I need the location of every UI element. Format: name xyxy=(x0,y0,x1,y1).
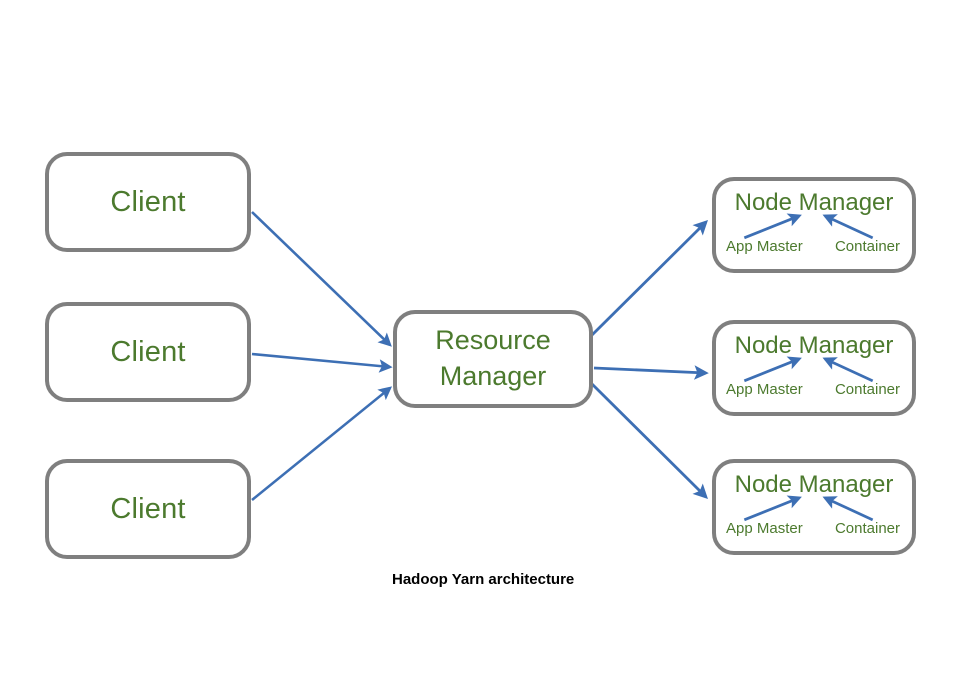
arrow-container-to-title xyxy=(822,357,874,383)
arrow-app-master-to-title xyxy=(743,213,802,240)
node-manager-title: Node Manager xyxy=(734,471,894,498)
client-box-1[interactable]: Client xyxy=(45,152,251,252)
client-label: Client xyxy=(110,185,186,218)
arrow-app-master-to-title xyxy=(743,495,802,522)
node-manager-title: Node Manager xyxy=(734,189,894,216)
edge-resource-manager-to-node-manager-1 xyxy=(591,220,708,336)
resource-manager-label-line2: Manager xyxy=(439,361,547,391)
arrow-app-master-to-title xyxy=(743,356,802,383)
client-box-2[interactable]: Client xyxy=(45,302,251,402)
node-manager-container-label: Container xyxy=(834,520,900,537)
node-manager-app-master-label: App Master xyxy=(726,238,803,255)
client-box-3[interactable]: Client xyxy=(45,459,251,559)
diagram-caption: Hadoop Yarn architecture xyxy=(392,571,575,588)
node-manager-box-2[interactable]: Node Manager App Master Container xyxy=(712,320,916,416)
node-manager-app-master-label: App Master xyxy=(726,520,803,537)
node-manager-app-master-label: App Master xyxy=(726,381,803,398)
client-label: Client xyxy=(110,335,186,368)
node-manager-title: Node Manager xyxy=(734,332,894,359)
resource-manager-box[interactable]: Resource Manager xyxy=(393,310,593,408)
node-manager-container-label: Container xyxy=(834,238,900,255)
node-manager-box-3[interactable]: Node Manager App Master Container xyxy=(712,459,916,555)
edge-client-3-to-resource-manager xyxy=(251,386,393,502)
resource-manager-label-line1: Resource xyxy=(435,325,551,356)
edge-client-1-to-resource-manager xyxy=(251,211,392,347)
arrow-container-to-title xyxy=(822,214,874,240)
edge-client-2-to-resource-manager xyxy=(251,352,393,373)
client-label: Client xyxy=(110,492,186,525)
edge-resource-manager-to-node-manager-2 xyxy=(593,365,709,380)
node-manager-box-1[interactable]: Node Manager App Master Container xyxy=(712,177,916,273)
arrow-container-to-title xyxy=(822,496,874,522)
node-manager-container-label: Container xyxy=(834,381,900,398)
edge-resource-manager-to-node-manager-3 xyxy=(591,383,708,499)
